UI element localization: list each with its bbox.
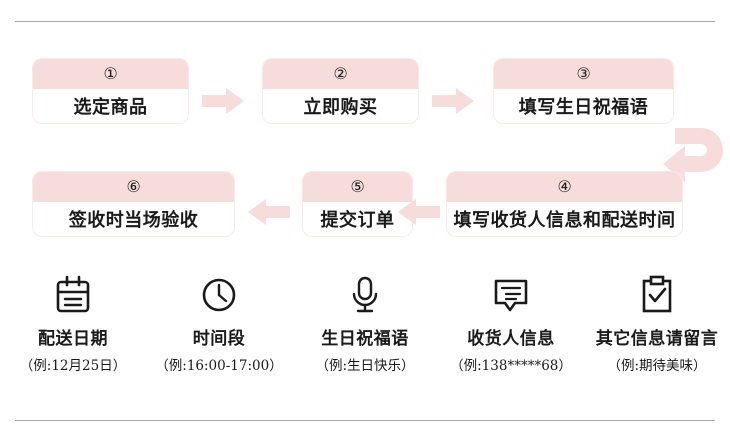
- divider-bottom: [15, 420, 715, 421]
- flow-step-2: ② 立即购买: [263, 59, 418, 123]
- info-item-time-slot: 时间段 （例:16:00-17:00）: [146, 272, 292, 374]
- flow-step-1-number: ①: [103, 64, 118, 83]
- info-example-birthday-message: （例:生日快乐）: [315, 358, 415, 374]
- clock-icon: [200, 272, 238, 318]
- info-title-recipient-info: 收货人信息: [467, 329, 555, 349]
- flow-step-6-number: ⑥: [126, 177, 141, 196]
- arrow-right-icon-1: [202, 88, 244, 114]
- microphone-icon: [346, 272, 384, 318]
- flow-step-5-number: ⑤: [350, 177, 365, 196]
- info-item-recipient-info: 收货人信息 （例:138*****68）: [438, 272, 584, 374]
- arrow-left-icon-1: [248, 199, 290, 225]
- flow-step-3-label: 填写生日祝福语: [494, 89, 673, 123]
- flow-step-2-number: ②: [333, 64, 348, 83]
- flow-step-3-header: ③: [494, 59, 673, 89]
- flow-step-6: ⑥ 签收时当场验收: [33, 172, 234, 236]
- flow-step-4: ④ 填写收货人信息和配送时间: [447, 172, 682, 236]
- info-example-time-slot: （例:16:00-17:00）: [155, 358, 283, 374]
- flow-step-6-label: 签收时当场验收: [33, 202, 234, 236]
- info-icon-row: 配送日期 （例:12月25日） 时间段 （例:16:00-17:00） 生日祝福…: [0, 272, 730, 374]
- info-title-delivery-date: 配送日期: [38, 329, 108, 349]
- divider-top: [15, 21, 715, 22]
- flow-step-6-header: ⑥: [33, 172, 234, 202]
- info-example-other-notes: （例:期待美味）: [607, 358, 707, 374]
- info-item-birthday-message: 生日祝福语 （例:生日快乐）: [292, 272, 438, 374]
- flow-step-5: ⑤ 提交订单: [303, 172, 412, 236]
- info-item-delivery-date: 配送日期 （例:12月25日）: [0, 272, 146, 374]
- flow-step-5-header: ⑤: [303, 172, 412, 202]
- arrow-left-icon-2: [398, 199, 440, 225]
- flow-step-4-number: ④: [557, 177, 572, 196]
- arrow-uturn-icon: [663, 124, 729, 186]
- flow-step-4-label: 填写收货人信息和配送时间: [447, 202, 682, 236]
- calendar-icon: [54, 272, 92, 318]
- flow-step-1-label: 选定商品: [33, 89, 188, 123]
- message-icon: [491, 272, 531, 318]
- flow-step-4-header: ④: [447, 172, 682, 202]
- info-title-birthday-message: 生日祝福语: [321, 329, 409, 349]
- info-title-time-slot: 时间段: [192, 329, 246, 349]
- info-item-other-notes: 其它信息请留言 （例:期待美味）: [584, 272, 730, 374]
- info-example-recipient-info: （例:138*****68）: [450, 358, 572, 374]
- flow-step-5-label: 提交订单: [303, 202, 412, 236]
- info-title-other-notes: 其它信息请留言: [595, 329, 719, 349]
- arrow-right-icon-2: [432, 88, 474, 114]
- flow-step-2-label: 立即购买: [263, 89, 418, 123]
- flow-step-3: ③ 填写生日祝福语: [494, 59, 673, 123]
- flow-step-1-header: ①: [33, 59, 188, 89]
- info-example-delivery-date: （例:12月25日）: [19, 358, 127, 374]
- flow-step-1: ① 选定商品: [33, 59, 188, 123]
- clipboard-check-icon: [638, 272, 676, 318]
- flow-step-2-header: ②: [263, 59, 418, 89]
- flow-step-3-number: ③: [576, 64, 591, 83]
